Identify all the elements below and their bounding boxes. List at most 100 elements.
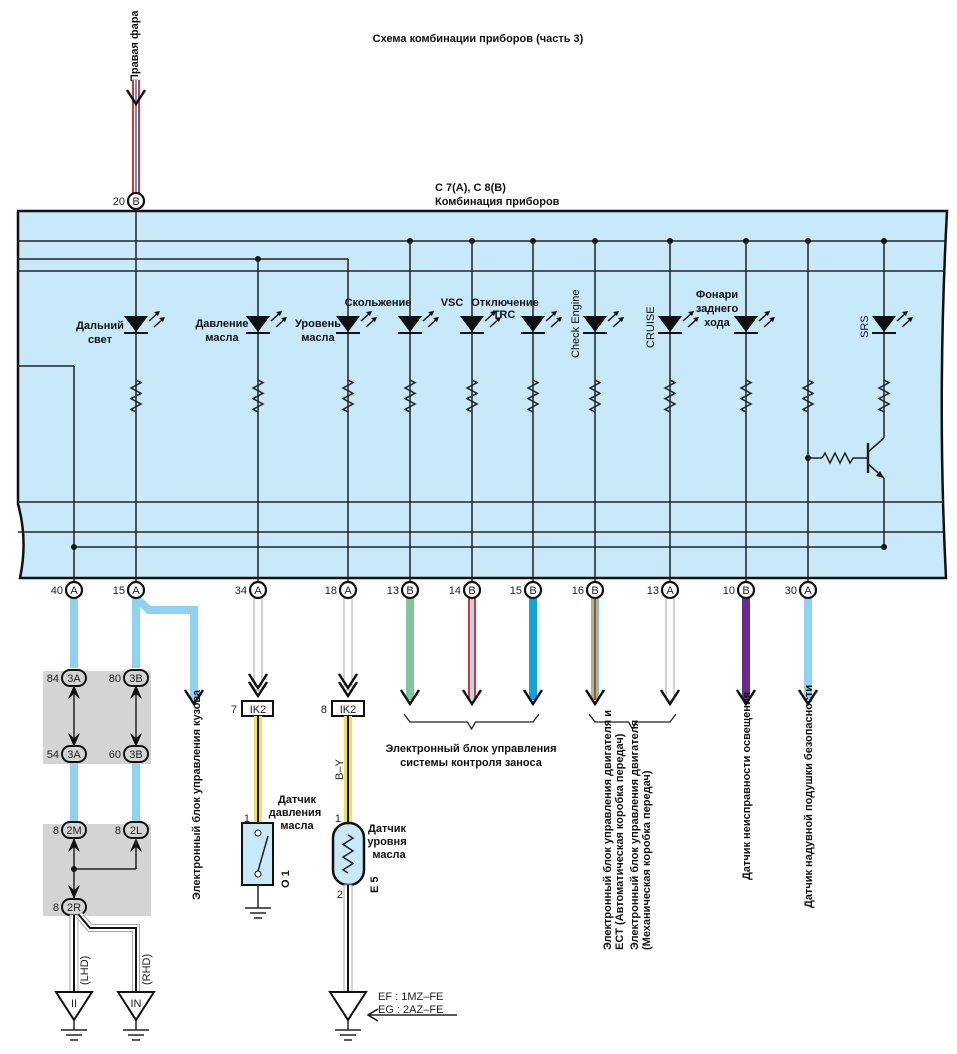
junction-pin-number: 54 xyxy=(47,749,59,761)
connector-circle xyxy=(400,580,420,600)
junction-dot xyxy=(71,866,77,872)
airbag-sensor-label: Датчик надувной подушки безопасности xyxy=(803,685,815,908)
light-ray-head xyxy=(281,317,287,322)
engine-ecu-label: Электронный блок управления двигателя и xyxy=(602,710,614,950)
connector-pin: 7 xyxy=(231,704,237,716)
connector-circle xyxy=(660,580,680,600)
resistor-icon xyxy=(663,379,677,413)
resistor-icon xyxy=(129,379,143,413)
wire-red-blue xyxy=(468,598,476,700)
wire-light-blue xyxy=(70,762,78,824)
led-icon xyxy=(460,311,501,334)
pin-number: 34 xyxy=(235,585,247,597)
page-title: Схема комбинации приборов (часть 3) xyxy=(373,33,584,45)
oil-level-sensor-label: уровня xyxy=(367,836,406,848)
label-high-beam: свет xyxy=(88,334,113,346)
led-icon xyxy=(246,311,287,334)
light-ray-head xyxy=(902,311,908,316)
junction-connector xyxy=(61,745,87,763)
engine-note: EG : 2AZ–FE xyxy=(378,1004,443,1016)
led-triangle xyxy=(336,316,360,332)
led-triangle xyxy=(872,316,896,332)
cluster-name: Комбинация приборов xyxy=(435,196,560,208)
connector-letter: A xyxy=(70,585,78,597)
light-ray-head xyxy=(613,311,619,316)
pin-number: 20 xyxy=(113,196,125,208)
oil-pressure-sensor-label: Датчик xyxy=(278,794,316,806)
connector-id: IK2 xyxy=(340,704,357,716)
arrow-head-icon xyxy=(125,89,147,107)
pin-number: 13 xyxy=(647,585,659,597)
label-oil-pressure: масла xyxy=(205,332,239,344)
arrow-head-icon xyxy=(584,689,606,707)
label-oil-level: Уровень xyxy=(295,318,341,330)
switch-contact xyxy=(254,829,262,837)
light-ray-head xyxy=(495,317,501,322)
arrow-head-icon xyxy=(735,689,757,707)
light-ray-head xyxy=(371,317,377,322)
junction-pin-number: 8 xyxy=(53,902,59,914)
label-trc-off: TRC xyxy=(493,309,516,321)
label-oil-pressure: Давление xyxy=(195,318,248,330)
junction-connector xyxy=(123,821,149,839)
wire-light-blue xyxy=(132,598,140,668)
switch-blade xyxy=(257,835,269,872)
led-icon xyxy=(398,311,439,334)
label-check-engine: Check Engine xyxy=(570,290,582,359)
instrument-cluster-panel xyxy=(16,209,949,580)
wire-stripe xyxy=(135,80,137,193)
led-icon xyxy=(658,311,699,334)
wire-stripe xyxy=(132,80,134,193)
junction-connector-id: 2R xyxy=(67,902,81,914)
ground-point-triangle xyxy=(116,991,156,1022)
light-ray-head xyxy=(428,311,434,316)
junction-pin-number: 84 xyxy=(47,673,59,685)
resistor-icon xyxy=(801,379,815,413)
emitter-arrow-icon xyxy=(876,471,884,478)
ground-point-label: IN xyxy=(131,998,142,1010)
wire-stripe xyxy=(138,80,140,193)
pin-number: 15 xyxy=(510,585,522,597)
wire-core xyxy=(78,914,137,992)
pin-number: 15 xyxy=(113,585,125,597)
junction-pin-number: 80 xyxy=(109,673,121,685)
connector-letter: B xyxy=(529,585,536,597)
resistor-icon xyxy=(739,379,753,413)
light-sensor-label: Датчик неисправности освещения xyxy=(741,692,753,880)
switch-contact xyxy=(254,870,262,878)
oil-level-sensor-label: масла xyxy=(372,849,406,861)
arrow-head-icon xyxy=(399,689,421,707)
oil-pressure-sensor-label: давления xyxy=(269,807,322,819)
junction-connector xyxy=(61,669,87,687)
label-reverse-lights: заднего xyxy=(696,303,739,315)
body-ecu-label: Электронный блок управления кузова xyxy=(191,689,203,900)
junction-connector xyxy=(123,669,149,687)
resistor-icon xyxy=(341,379,355,413)
led-triangle xyxy=(658,316,682,332)
led-triangle xyxy=(583,316,607,332)
light-ray-head xyxy=(366,311,372,316)
resistor-icon xyxy=(526,379,540,413)
wire-color-code: B–Y xyxy=(334,759,346,780)
led-triangle xyxy=(521,316,545,332)
junction-connector-id: 3A xyxy=(67,749,81,761)
oil-level-sensor-label: Датчик xyxy=(368,823,406,835)
connector-letter: B xyxy=(742,585,749,597)
label-oil-level: масла xyxy=(301,332,335,344)
connector-circle xyxy=(736,580,756,600)
cluster-connector-ids: C 7(A), C 8(B) xyxy=(435,182,506,194)
pin-number: 1 xyxy=(335,813,341,825)
junction-connector-id: 2M xyxy=(66,825,81,837)
connector-pin: 8 xyxy=(321,704,327,716)
light-ray-head xyxy=(159,317,165,322)
light-ray-head xyxy=(693,317,699,322)
wire-stripe xyxy=(347,716,349,823)
arrow-head-icon xyxy=(461,689,483,707)
pin-number: 18 xyxy=(325,585,337,597)
wire-stripe xyxy=(468,598,470,700)
transistor-collector xyxy=(867,437,885,453)
arrow-up-icon xyxy=(68,838,80,852)
wire-green xyxy=(406,598,414,700)
label-srs: SRS xyxy=(859,315,871,338)
